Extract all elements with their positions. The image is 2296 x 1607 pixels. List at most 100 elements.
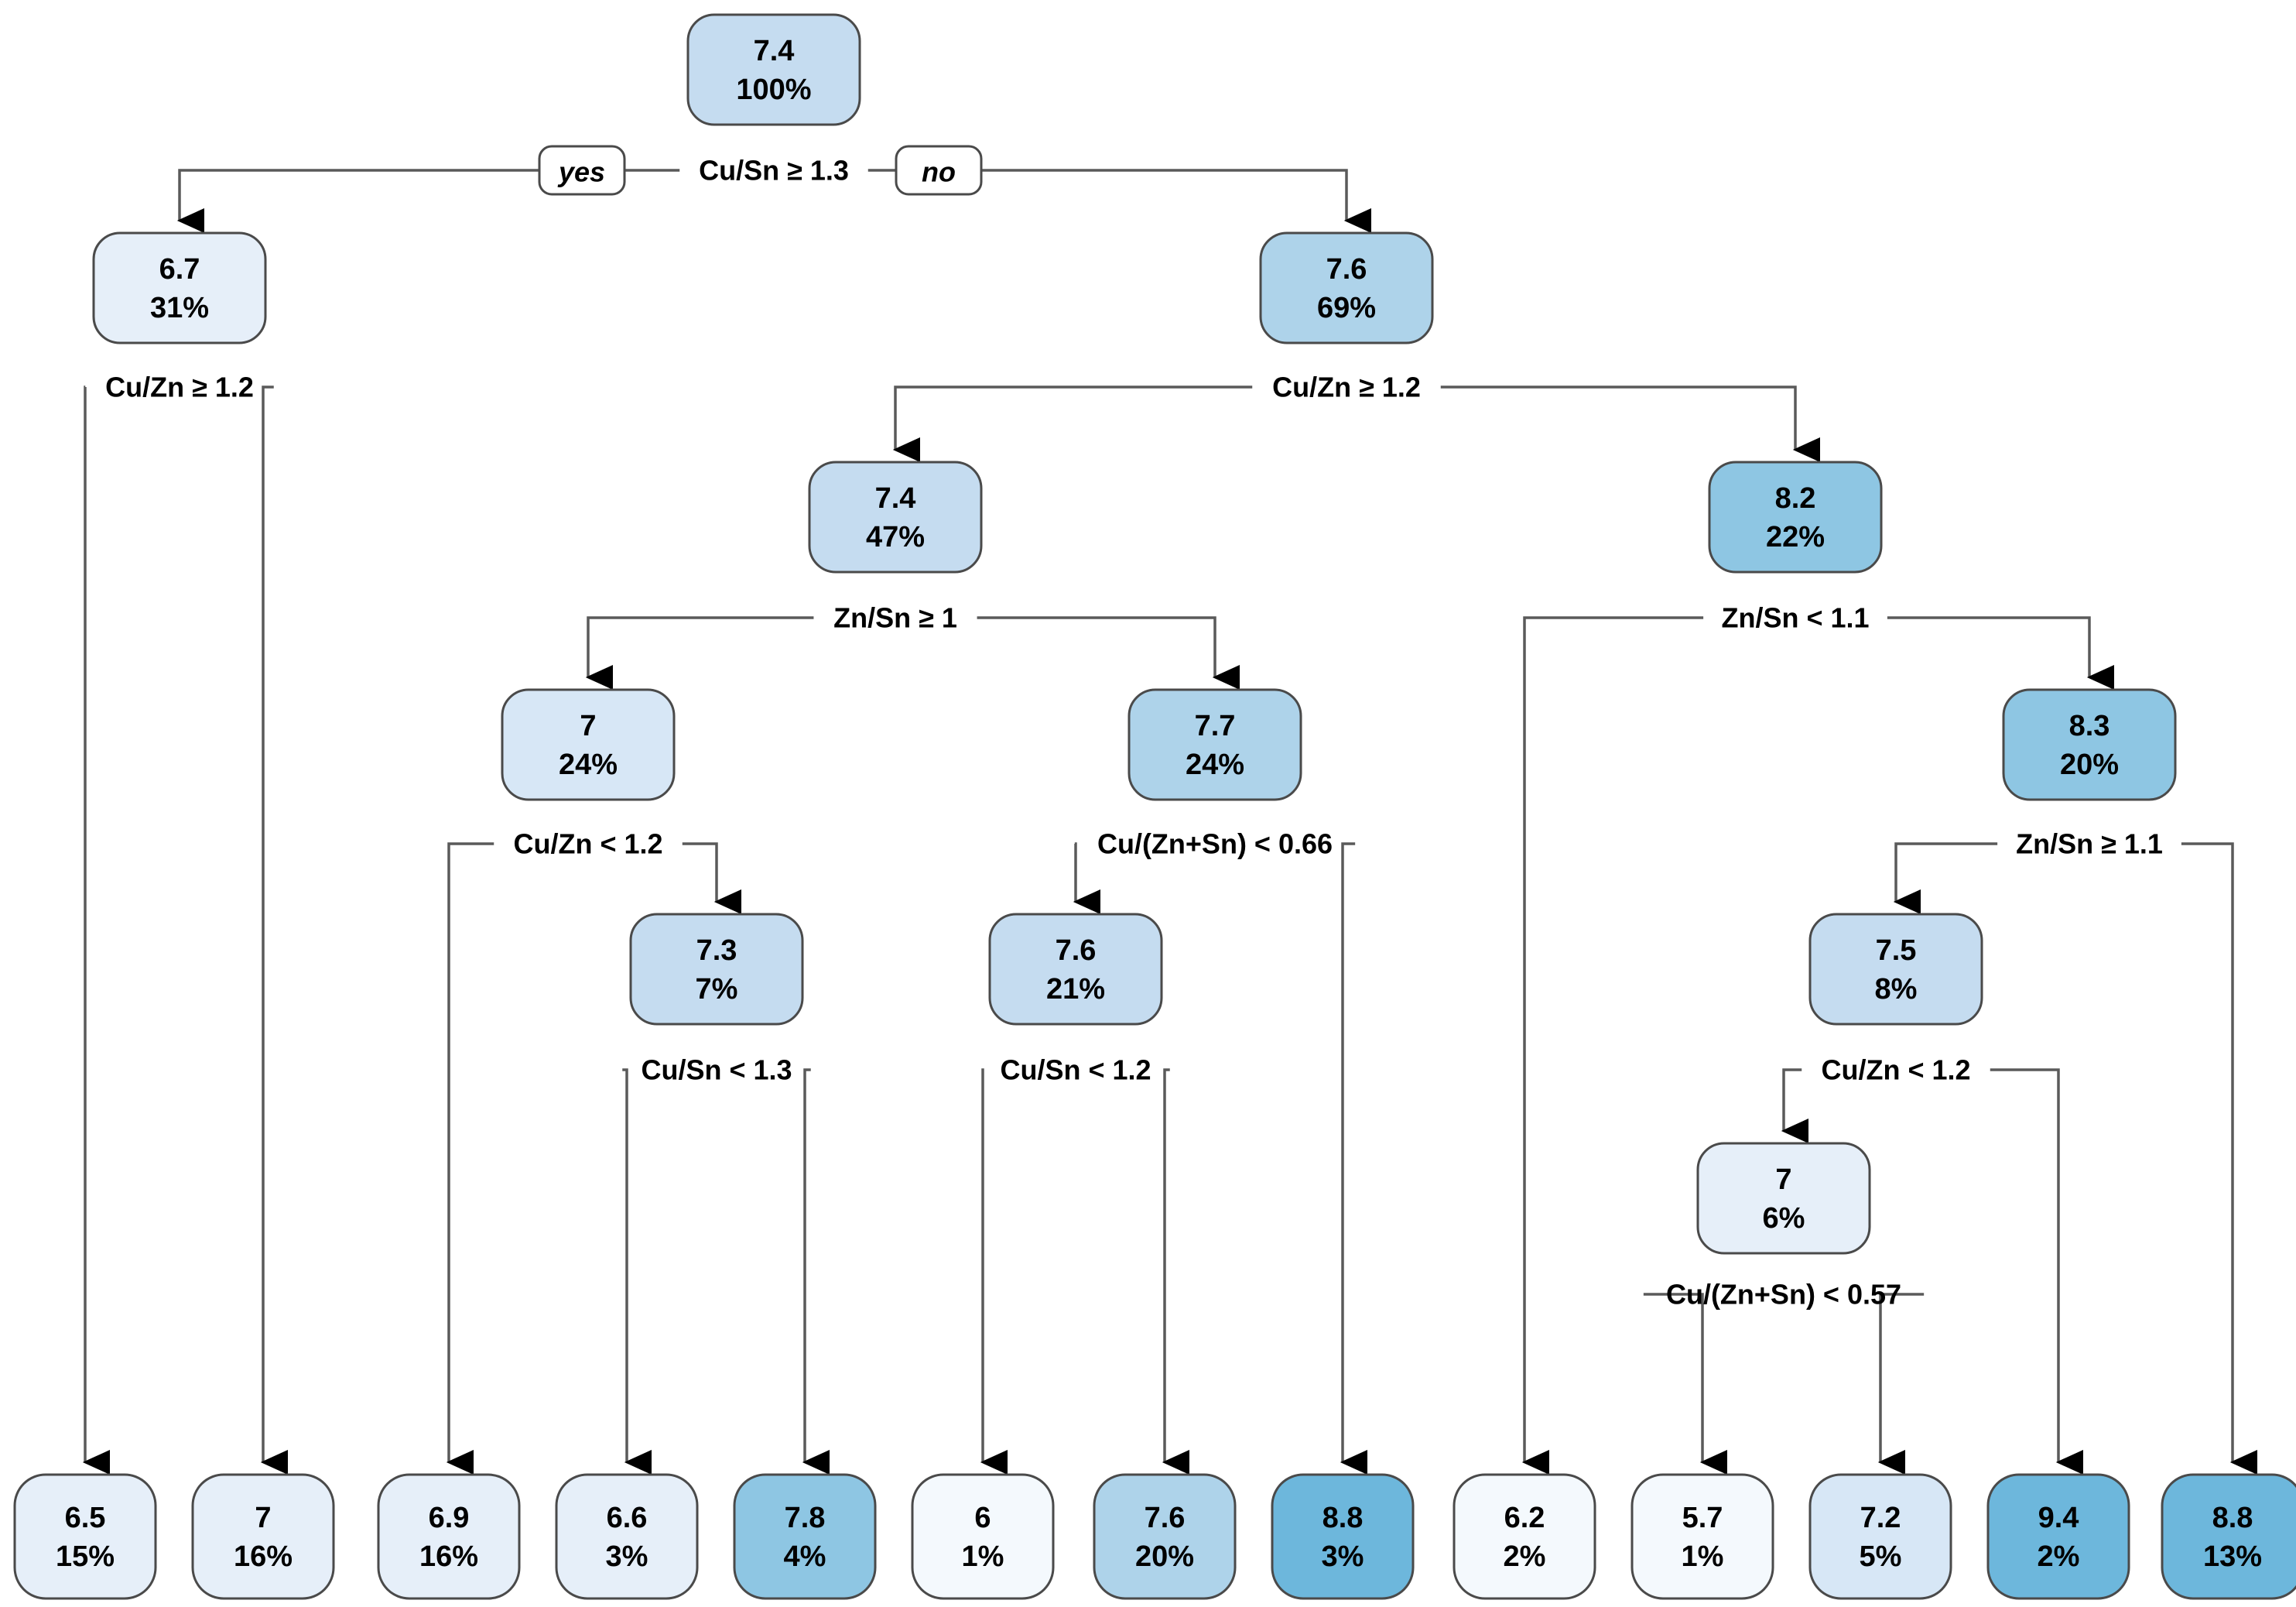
node-box: [1808, 913, 1983, 1026]
leaf-node[interactable]: 6.515%: [13, 1473, 157, 1600]
tree-edge: [1643, 1293, 1728, 1475]
yes-branch-label[interactable]: yes: [538, 145, 626, 196]
split-label: Cu/(Zn+Sn) < 0.66: [1097, 828, 1333, 860]
node-box: [808, 461, 983, 574]
tree-edge: [1781, 1068, 1809, 1144]
decision-node[interactable]: 8.222%: [1708, 461, 1883, 574]
node-value: 7.4: [875, 482, 916, 515]
node-box: [1259, 231, 1434, 344]
split-label: Cu/Sn < 1.2: [1000, 1054, 1151, 1086]
node-value: 9.4: [2038, 1502, 2079, 1534]
node-box: [733, 1473, 877, 1600]
decision-node[interactable]: 7.4 100%: [686, 13, 861, 126]
split-label: Cu/Zn ≥ 1.2: [105, 372, 254, 403]
node-box: [1453, 1473, 1596, 1600]
tree-edge: [980, 1068, 1008, 1475]
node-percent: 16%: [234, 1540, 293, 1573]
decision-node[interactable]: 724%: [501, 688, 676, 801]
decision-node[interactable]: 6.731%: [92, 231, 267, 344]
node-value: 6: [974, 1502, 991, 1534]
node-percent: 1%: [1682, 1540, 1724, 1573]
node-percent: 69%: [1317, 292, 1376, 324]
node-value: 7: [580, 710, 596, 742]
node-box: [1986, 1473, 2130, 1600]
leaf-node[interactable]: 7.84%: [733, 1473, 877, 1600]
node-value: 6.5: [65, 1502, 106, 1534]
split-label: Zn/Sn < 1.1: [1721, 602, 1869, 634]
node-box: [686, 13, 861, 126]
decision-node[interactable]: 8.320%: [2002, 688, 2177, 801]
leaf-node[interactable]: 8.83%: [1271, 1473, 1415, 1600]
decision-node[interactable]: 7.621%: [988, 913, 1163, 1026]
node-percent: 3%: [606, 1540, 648, 1573]
node-box: [1696, 1142, 1871, 1255]
tree-edge: [176, 169, 680, 234]
node-percent: 1%: [962, 1540, 1004, 1573]
decision-node[interactable]: 7.58%: [1808, 913, 1983, 1026]
node-value: 7.2: [1860, 1502, 1901, 1534]
split-label: Cu/Zn < 1.2: [513, 828, 662, 860]
leaf-node[interactable]: 61%: [911, 1473, 1055, 1600]
split-label: Cu/Zn ≥ 1.2: [1272, 372, 1421, 403]
leaf-node[interactable]: 716%: [191, 1473, 335, 1600]
tree-edge: [1440, 385, 1821, 463]
tree-edge: [1162, 1068, 1190, 1475]
leaf-node[interactable]: 6.916%: [377, 1473, 521, 1600]
leaf-node[interactable]: 6.22%: [1453, 1473, 1596, 1600]
decision-node[interactable]: 7.669%: [1259, 231, 1434, 344]
node-box: [13, 1473, 157, 1600]
decision-node[interactable]: 7.37%: [629, 913, 804, 1026]
leaf-node[interactable]: 6.63%: [555, 1473, 699, 1600]
node-percent: 31%: [150, 292, 209, 324]
tree-edge: [1073, 842, 1101, 915]
node-value: 7.4: [754, 35, 795, 67]
decision-node[interactable]: 7.447%: [808, 461, 983, 574]
no-branch-label[interactable]: no: [895, 145, 983, 196]
node-box: [1808, 1473, 1952, 1600]
split-label: Cu/Zn < 1.2: [1821, 1054, 1970, 1086]
node-percent: 5%: [1860, 1540, 1902, 1573]
node-box: [1708, 461, 1883, 574]
node-value: 7.5: [1876, 934, 1917, 967]
node-percent: 22%: [1766, 521, 1825, 553]
node-value: 6.6: [607, 1502, 648, 1534]
node-box: [191, 1473, 335, 1600]
node-value: 7.6: [1145, 1502, 1186, 1534]
leaf-node[interactable]: 5.71%: [1630, 1473, 1774, 1600]
node-percent: 20%: [1135, 1540, 1194, 1573]
no-branch-label-box: [895, 145, 983, 196]
decision-node[interactable]: 7.724%: [1127, 688, 1302, 801]
tree-edge: [1877, 1293, 1925, 1475]
tree-edge: [622, 1068, 652, 1475]
split-label: Cu/Sn ≥ 1.3: [699, 155, 849, 187]
node-value: 8.8: [1323, 1502, 1364, 1534]
leaf-node[interactable]: 9.42%: [1986, 1473, 2130, 1600]
node-value: 7.3: [696, 934, 737, 967]
leaf-node[interactable]: 8.813%: [2161, 1473, 2296, 1600]
node-value: 6.7: [159, 253, 200, 286]
node-percent: 24%: [1186, 749, 1244, 781]
node-box: [1093, 1473, 1237, 1600]
tree-edge: [1990, 1068, 2084, 1475]
node-box: [1630, 1473, 1774, 1600]
tree-edge: [892, 385, 1253, 463]
node-percent: 7%: [696, 973, 738, 1006]
leaf-node[interactable]: 7.620%: [1093, 1473, 1237, 1600]
node-value: 7.6: [1326, 253, 1367, 286]
node-percent: 100%: [736, 74, 811, 106]
decision-node[interactable]: 76%: [1696, 1142, 1871, 1255]
node-percent: 4%: [784, 1540, 826, 1573]
tree-edge: [446, 842, 494, 1475]
node-box: [1271, 1473, 1415, 1600]
node-box: [92, 231, 267, 344]
node-box: [911, 1473, 1055, 1600]
split-label: Zn/Sn ≥ 1.1: [2016, 828, 2163, 860]
node-percent: 13%: [2203, 1540, 2262, 1573]
tree-edge: [977, 616, 1240, 690]
split-labels-layer: Cu/Sn ≥ 1.3Cu/Zn ≥ 1.2 Cu/Zn ≥ 1.2Zn/Sn ≥…: [105, 145, 2163, 1311]
tree-edge: [1893, 842, 1998, 915]
leaf-node[interactable]: 7.25%: [1808, 1473, 1952, 1600]
node-box: [629, 913, 804, 1026]
